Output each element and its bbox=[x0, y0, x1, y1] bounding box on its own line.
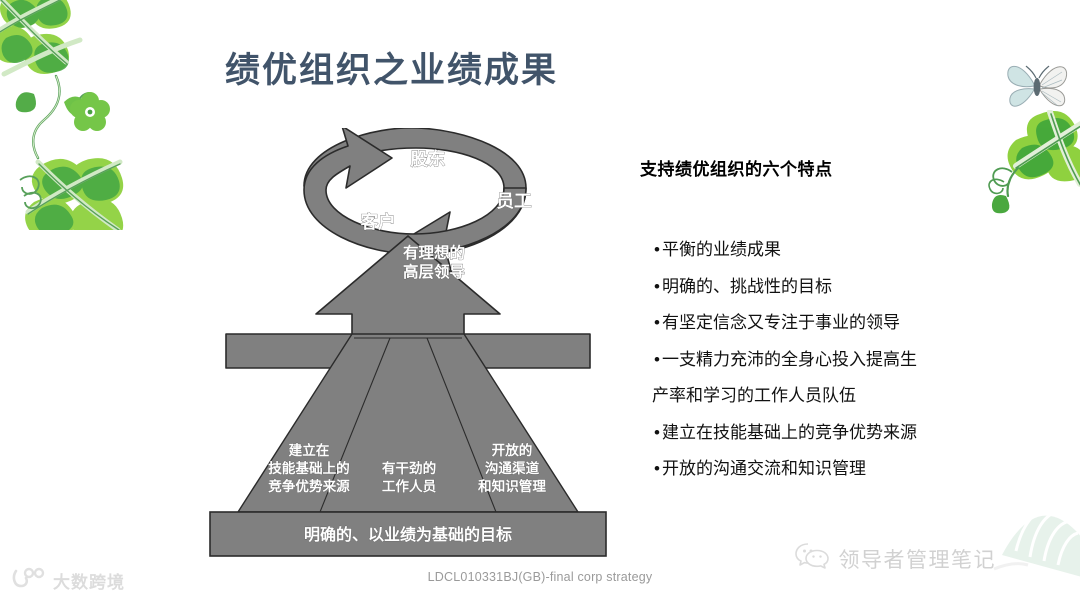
pillar-1-line1: 有干劲的 bbox=[382, 460, 436, 476]
cycle-label-right: 员工 bbox=[497, 191, 532, 211]
performance-pyramid-diagram: 股东 员工 客户 有理想的 高层领导 建立在 技能基础上的 竞争优势来源 有干劲… bbox=[196, 128, 626, 558]
watermark-left: 大数跨境 bbox=[12, 567, 125, 594]
watermark-left-text: 大数跨境 bbox=[53, 573, 125, 592]
slide-footer: LDCL010331BJ(GB)-final corp strategy bbox=[427, 570, 653, 584]
butterfly-decoration bbox=[1000, 52, 1074, 122]
pillar-2-line3: 和知识管理 bbox=[478, 478, 546, 494]
watermark-right-text: 领导者管理笔记 bbox=[838, 548, 996, 572]
cycle-label-top: 股东 bbox=[411, 149, 446, 169]
feature-text: 建立在技能基础上的竞争优势来源 bbox=[661, 422, 917, 442]
watermark-right: 领导者管理笔记 bbox=[794, 542, 997, 575]
leadership-label-line1: 有理想的 bbox=[403, 243, 465, 262]
bullet-dot: • bbox=[654, 422, 660, 442]
feature-text: 产率和学习的工作人员队伍 bbox=[652, 386, 856, 406]
feature-item-2: •有坚定信念又专注于事业的领导 bbox=[654, 313, 1040, 333]
feature-text: 一支精力充沛的全身心投入提高生 bbox=[661, 349, 917, 369]
teal-fan-decoration bbox=[992, 485, 1080, 581]
feature-item-3-continuation: 产率和学习的工作人员队伍 bbox=[652, 386, 1040, 406]
pillar-0-line3: 竞争优势来源 bbox=[268, 478, 350, 494]
pillar-0-line2: 技能基础上的 bbox=[268, 460, 350, 476]
dashu-logo-icon bbox=[12, 567, 46, 594]
slide-title: 绩优组织之业绩成果 bbox=[225, 51, 559, 90]
feature-item-1: •明确的、挑战性的目标 bbox=[654, 277, 1040, 297]
features-panel: 支持绩优组织的六个特点 •平衡的业绩成果 •明确的、挑战性的目标 •有坚定信念又… bbox=[640, 155, 1040, 496]
feature-item-0: •平衡的业绩成果 bbox=[654, 240, 1040, 260]
leadership-label-line2: 高层领导 bbox=[403, 262, 465, 281]
feature-text: 开放的沟通交流和知识管理 bbox=[661, 459, 866, 479]
feature-item-3: •一支精力充沛的全身心投入提高生 bbox=[654, 350, 1040, 370]
pillar-2-line2: 沟通渠道 bbox=[485, 460, 540, 476]
bullet-dot: • bbox=[654, 459, 660, 479]
feature-item-4: •建立在技能基础上的竞争优势来源 bbox=[654, 423, 1040, 443]
bullet-dot: • bbox=[654, 313, 660, 333]
feature-text: 平衡的业绩成果 bbox=[661, 240, 781, 259]
pyramid-base-bar bbox=[209, 511, 607, 557]
feature-text: 有坚定信念又专注于事业的领导 bbox=[661, 313, 900, 333]
clover-vine-decoration-top-left bbox=[0, 0, 144, 244]
feature-text: 明确的、挑战性的目标 bbox=[661, 276, 832, 296]
pillar-0-line1: 建立在 bbox=[289, 442, 330, 458]
bullet-dot: • bbox=[654, 276, 660, 296]
pillar-1-line2: 工作人员 bbox=[382, 478, 437, 494]
pillar-2-line1: 开放的 bbox=[492, 442, 533, 458]
bullet-dot: • bbox=[654, 240, 660, 259]
feature-item-5: •开放的沟通交流和知识管理 bbox=[654, 459, 1040, 479]
wechat-icon bbox=[794, 542, 829, 575]
cycle-label-left: 客户 bbox=[360, 212, 396, 232]
features-heading: 支持绩优组织的六个特点 bbox=[640, 160, 833, 179]
base-label: 明确的、以业绩为基础的目标 bbox=[304, 525, 512, 544]
bullet-dot: • bbox=[654, 349, 660, 369]
